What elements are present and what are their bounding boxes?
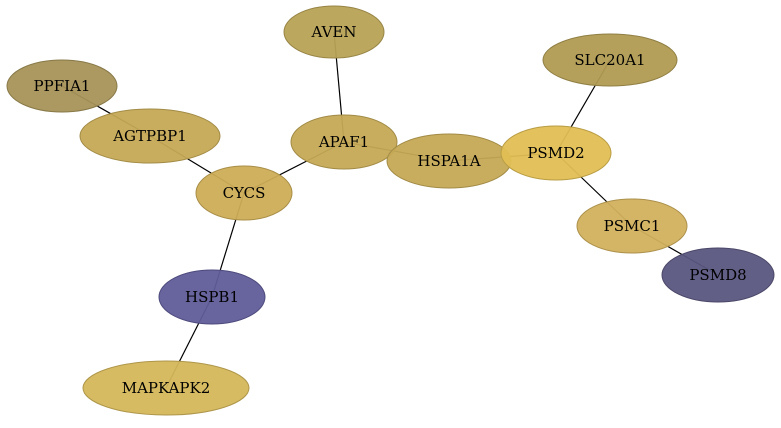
node-label: HSPA1A <box>417 152 480 170</box>
node-label: AGTPBP1 <box>112 127 187 145</box>
node-psmc1[interactable]: PSMC1 <box>576 198 688 254</box>
node-psmd2[interactable]: PSMD2 <box>500 125 612 181</box>
node-ellipse <box>500 125 612 181</box>
node-mapkapk2[interactable]: MAPKAPK2 <box>82 360 250 416</box>
node-ellipse <box>79 108 221 164</box>
node-aven[interactable]: AVEN <box>283 5 385 59</box>
node-hspb1[interactable]: HSPB1 <box>158 269 266 325</box>
node-label: HSPB1 <box>185 288 239 306</box>
node-ellipse <box>195 165 293 221</box>
node-psmd8[interactable]: PSMD8 <box>661 247 775 303</box>
node-ellipse <box>661 247 775 303</box>
node-apaf1[interactable]: APAF1 <box>290 114 398 170</box>
node-label: PSMC1 <box>604 217 661 235</box>
node-label: CYCS <box>223 184 266 202</box>
node-ppfia1[interactable]: PPFIA1 <box>6 59 118 113</box>
node-hspa1a[interactable]: HSPA1A <box>386 133 512 189</box>
node-ellipse <box>576 198 688 254</box>
node-label: PSMD8 <box>689 266 746 284</box>
node-ellipse <box>6 59 118 113</box>
node-label: SLC20A1 <box>574 51 645 69</box>
node-ellipse <box>82 360 250 416</box>
node-label: AVEN <box>311 23 357 41</box>
node-agtpbp1[interactable]: AGTPBP1 <box>79 108 221 164</box>
node-ellipse <box>158 269 266 325</box>
node-label: APAF1 <box>318 133 369 151</box>
node-ellipse <box>283 5 385 59</box>
node-label: PSMD2 <box>527 144 584 162</box>
node-cycs[interactable]: CYCS <box>195 165 293 221</box>
node-ellipse <box>542 33 678 87</box>
node-label: PPFIA1 <box>34 77 91 95</box>
node-label: MAPKAPK2 <box>122 379 211 397</box>
node-slc20a1[interactable]: SLC20A1 <box>542 33 678 87</box>
node-ellipse <box>290 114 398 170</box>
